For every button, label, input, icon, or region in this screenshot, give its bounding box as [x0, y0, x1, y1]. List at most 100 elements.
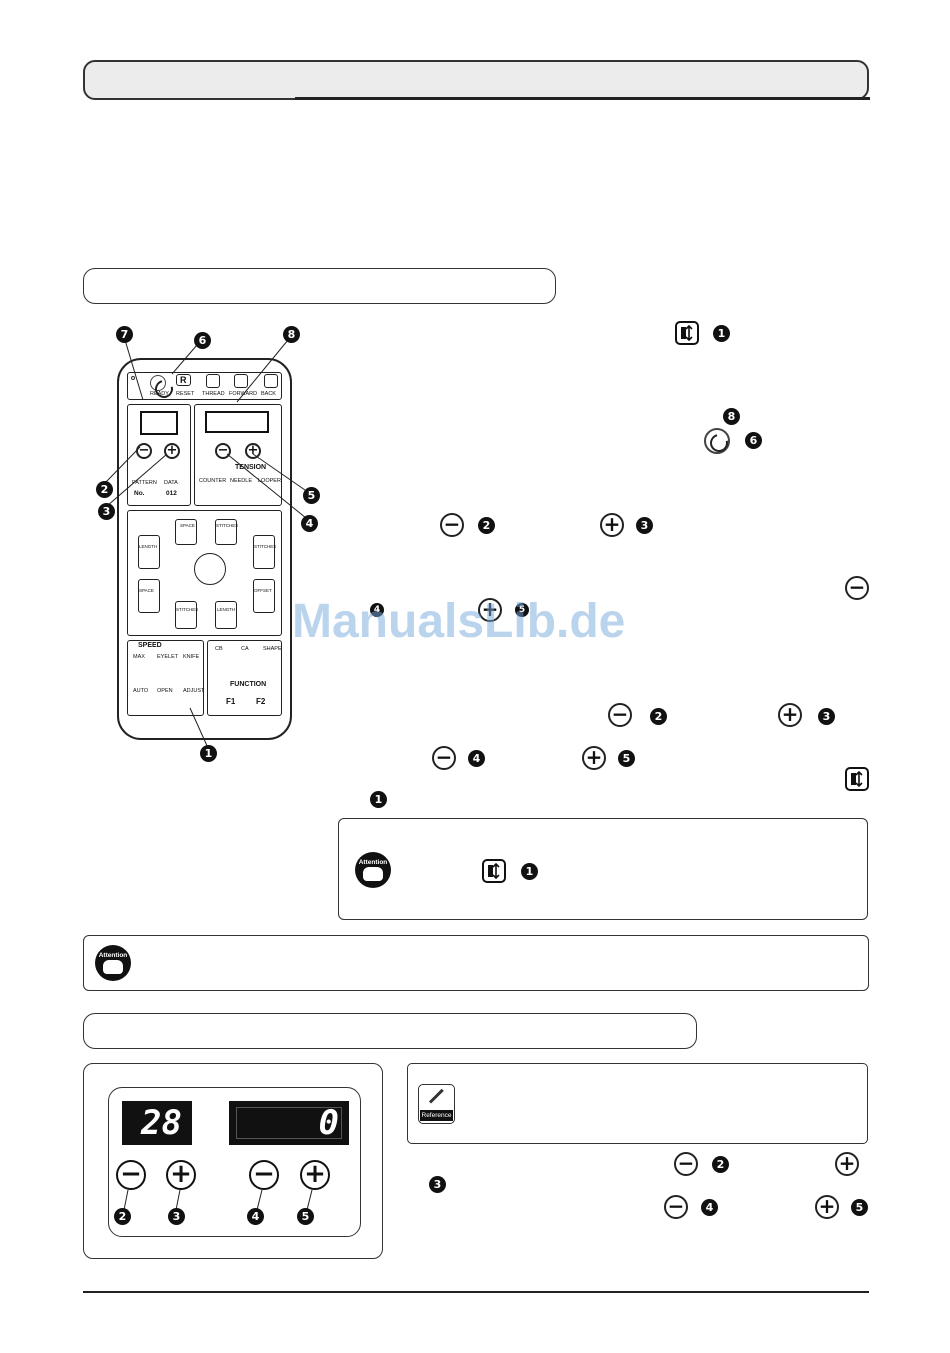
length-key-bottom [215, 601, 237, 629]
stitches-key-right [253, 535, 275, 569]
callout-3: 3 [429, 1176, 446, 1193]
f2-key: F2 [256, 697, 266, 706]
minus-key-4: − [249, 1160, 279, 1190]
length-key-left [138, 535, 160, 569]
plus-key-5: + [245, 443, 261, 459]
reference-box [407, 1063, 868, 1144]
callout-1: 1 [713, 325, 730, 342]
callout-4: 4 [247, 1208, 264, 1225]
lcd-illustration-panel [108, 1087, 361, 1237]
minus-icon: − [674, 1152, 698, 1176]
stitch-key-label: STITCHES [216, 523, 239, 528]
thread-label: THREAD [202, 391, 225, 397]
lcd-illustration-frame [83, 1063, 383, 1259]
callout-4: 4 [468, 750, 485, 767]
led [131, 376, 135, 380]
callout-3: 3 [818, 708, 835, 725]
plus-icon: + [835, 1152, 859, 1176]
ready-icon [150, 375, 166, 391]
data-display-inner-frame [236, 1107, 342, 1139]
buttonhole-shape-dial [194, 553, 226, 585]
minus-icon: − [664, 1195, 688, 1219]
attention-icon: Attention [95, 945, 131, 981]
callout-1: 1 [200, 745, 217, 762]
eyelet-label: EYELET [157, 654, 179, 660]
speed-label: SPEED [138, 642, 162, 649]
callout-8: 8 [723, 408, 740, 425]
minus-key-4: − [215, 443, 231, 459]
callout-5: 5 [851, 1199, 868, 1216]
title-bar-shadow [295, 97, 870, 100]
callout-1: 1 [370, 791, 387, 808]
plus-key-5: + [300, 1160, 330, 1190]
counter-label: COUNTER [199, 478, 227, 484]
adjust-icon [675, 321, 699, 345]
ca-label: CA [241, 646, 249, 652]
data-value: 0 [318, 1103, 339, 1143]
knife-label: KNIFE [183, 654, 200, 660]
stitch-key-label: SPACE [139, 588, 154, 593]
plus-icon: + [600, 513, 624, 537]
adjust-icon [845, 767, 869, 791]
callout-3: 3 [636, 517, 653, 534]
callout-3: 3 [98, 503, 115, 520]
adjust-label: ADJUST [183, 688, 205, 694]
space-key-top [175, 519, 197, 545]
thread-key [206, 374, 220, 388]
top-button-row: R READY RESET THREAD FORWARD BACK [127, 372, 282, 400]
stitches-key-top [215, 519, 237, 545]
back-label: BACK [261, 391, 276, 397]
stitch-key-label: SPACE [180, 523, 195, 528]
data-glyph: 012 [166, 490, 177, 497]
stitch-key-label: STITCHES [176, 607, 199, 612]
callout-7: 7 [116, 326, 133, 343]
pattern-number-value: 28 [141, 1103, 182, 1143]
callout-5: 5 [297, 1208, 314, 1225]
minus-icon: − [845, 576, 869, 600]
plus-icon: + [582, 746, 606, 770]
callout-8: 8 [283, 326, 300, 343]
callout-2: 2 [478, 517, 495, 534]
stitch-key-label: LENGTH [217, 607, 236, 612]
speed-block: SPEED MAX EYELET KNIFE AUTO OPEN ADJUST [127, 640, 204, 716]
reference-icon: Reference [418, 1084, 455, 1124]
data-value-display: 0 [229, 1101, 349, 1145]
callout-2: 2 [96, 481, 113, 498]
attention-box-wide [83, 935, 869, 991]
data-display [205, 411, 269, 433]
callout-4: 4 [301, 515, 318, 532]
auto-label: AUTO [133, 688, 149, 694]
pattern-display [140, 411, 178, 435]
callout-4: 4 [370, 603, 384, 617]
stitch-shape-block: SPACE STITCHES LENGTH STITCHES SPACE OFF… [127, 510, 282, 636]
space-key-left [138, 579, 160, 613]
plus-icon: + [815, 1195, 839, 1219]
needle-label: NEEDLE [230, 478, 253, 484]
callout-6: 6 [194, 332, 211, 349]
minus-key-2: − [116, 1160, 146, 1190]
section-header-1 [83, 268, 556, 304]
watermark: ManualsLib.de [292, 595, 626, 648]
function-block: CB CA SHAPE FUNCTION F1 F2 [207, 640, 282, 716]
attention-icon: Attention [355, 852, 391, 888]
right-display-block: − + TENSION COUNTER NEEDLE LOOPER [194, 404, 282, 506]
callout-5: 5 [303, 487, 320, 504]
operation-panel-illustration: R READY RESET THREAD FORWARD BACK − + PA… [117, 358, 292, 740]
cb-label: CB [215, 646, 223, 652]
attention-box-inner [338, 818, 868, 920]
adjust-icon [482, 859, 506, 883]
shape-label: SHAPE [263, 646, 282, 652]
pattern-glyph: No. [134, 490, 145, 497]
ready-icon [704, 428, 730, 454]
callout-3: 3 [168, 1208, 185, 1225]
tension-label: TENSION [235, 464, 267, 471]
pattern-label: PATTERN [132, 480, 157, 486]
stitch-key-label: OFFSET [254, 588, 272, 593]
max-label: MAX [133, 654, 145, 660]
stitches-key-bottom [175, 601, 197, 629]
pattern-number-display: 28 [122, 1101, 192, 1145]
left-display-block: − + PATTERN DATA No. 012 [127, 404, 191, 506]
section-header-2 [83, 1013, 697, 1049]
